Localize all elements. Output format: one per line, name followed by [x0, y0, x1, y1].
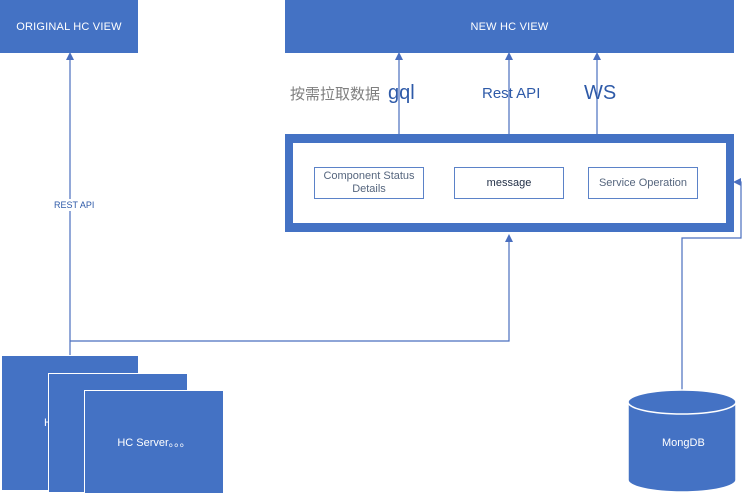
gql-label: gql: [388, 82, 415, 104]
component-status-details-module: Component Status Details: [314, 167, 424, 199]
message-label: message: [486, 176, 532, 189]
new-hc-view-label: NEW HC VIEW: [470, 20, 549, 33]
service-operation-module: Service Operation: [588, 167, 698, 199]
rest-api-new-label: Rest API: [482, 85, 541, 102]
hc-server-front: HC Server。。。: [84, 390, 224, 494]
service-operation-label: Service Operation: [598, 176, 688, 189]
server-to-service-arrow: [70, 234, 513, 342]
hc-server-back-label: H: [44, 417, 52, 429]
original-hc-view-label: ORIGINAL HC VIEW: [16, 20, 122, 33]
on-demand-label: 按需拉取数据: [290, 85, 381, 103]
rest-api-original-label: REST API: [53, 199, 96, 211]
component-status-details-label: Component Status Details: [323, 170, 415, 195]
mongodb-to-service-arrow: [681, 178, 742, 392]
mongodb-cylinder: [627, 389, 737, 493]
original-hc-view: ORIGINAL HC VIEW: [0, 0, 138, 53]
mongodb-label: MongDB: [662, 437, 705, 449]
hc-server-front-label: HC Server。。。: [117, 437, 191, 449]
message-module: message: [454, 167, 564, 199]
new-hc-view: NEW HC VIEW: [285, 0, 734, 53]
ws-label: WS: [584, 82, 617, 104]
